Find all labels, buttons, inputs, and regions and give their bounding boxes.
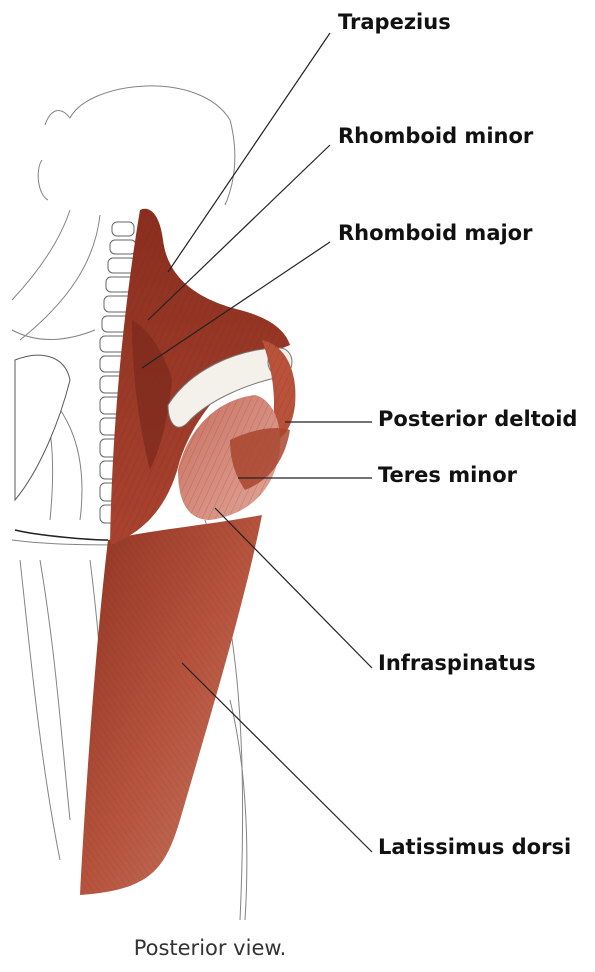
- left-scapula-sketch: [15, 355, 70, 500]
- label-latissimus-dorsi: Latissimus dorsi: [378, 837, 571, 858]
- label-rhomboid-minor: Rhomboid minor: [338, 126, 533, 147]
- back-outline: [15, 530, 108, 540]
- label-infraspinatus: Infraspinatus: [378, 653, 536, 674]
- label-rhomboid-major: Rhomboid major: [338, 223, 532, 244]
- label-trapezius: Trapezius: [338, 12, 451, 33]
- label-posterior-deltoid: Posterior deltoid: [378, 409, 577, 430]
- figure-caption: Posterior view.: [0, 936, 420, 960]
- leader-trapezius: [168, 33, 330, 272]
- leader-rhomboid-minor: [148, 145, 330, 320]
- label-teres-minor: Teres minor: [378, 465, 517, 486]
- leader-latissimus-dorsi: [182, 663, 372, 852]
